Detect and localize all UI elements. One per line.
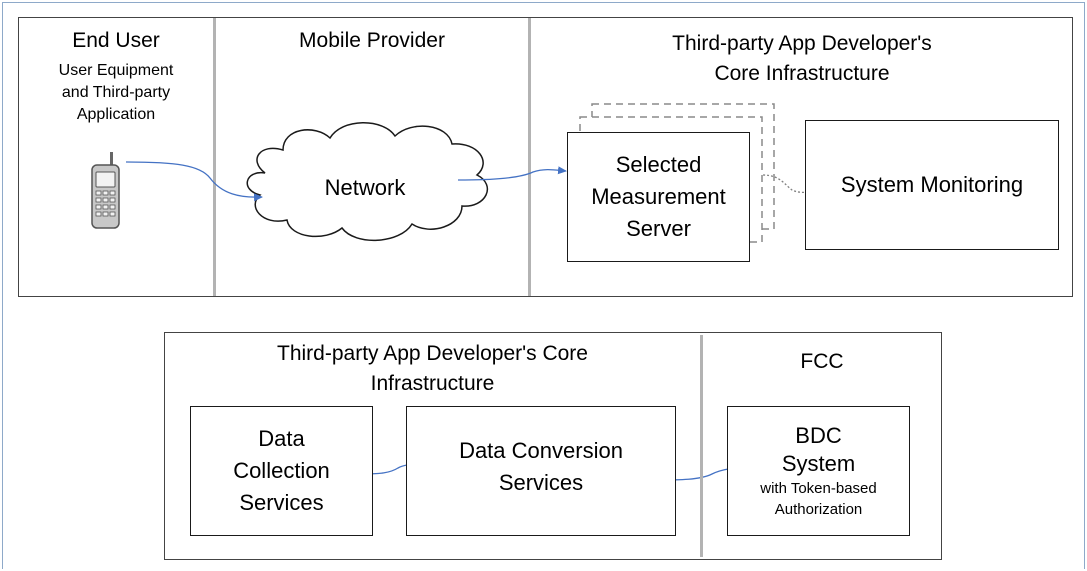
network-label: Network (324, 175, 406, 200)
top-divider-2 (528, 18, 531, 296)
data-collection-line: Collection (233, 458, 330, 483)
top-divider-1 (213, 18, 216, 296)
bdc-note-line: with Token-based (760, 480, 877, 497)
app-developer-title: Third-party App Developer's Core Infrast… (531, 31, 1073, 87)
data-collection-line: Services (239, 490, 324, 515)
measurement-server-line: Server (626, 216, 691, 241)
end-user-subtitle: User Equipment and Third-party Applicati… (19, 60, 213, 126)
bdc-system-line: System (781, 451, 856, 476)
app-developer-title-line: Third-party App Developer's (672, 32, 932, 55)
data-conversion-box: Data Conversion Services (406, 406, 676, 536)
arrow-network-to-server (457, 166, 567, 181)
end-user-subtitle-line: and Third-party (61, 84, 171, 101)
app-developer-title-line: Core Infrastructure (714, 62, 890, 85)
bdc-note-line: Authorization (774, 501, 863, 518)
data-conversion-line: Data Conversion (459, 438, 623, 463)
bottom-app-developer-title-line: Infrastructure (370, 372, 495, 395)
measurement-server-line: Measurement (591, 184, 726, 209)
mobile-provider-title: Mobile Provider (299, 29, 445, 52)
end-user-title: End User (72, 29, 160, 52)
bottom-divider (700, 335, 703, 557)
cloud-icon (246, 122, 489, 241)
end-user-subtitle-line: Application (76, 106, 156, 123)
bottom-app-developer-title-line: Third-party App Developer's Core (277, 342, 588, 365)
bottom-panel (164, 332, 942, 560)
top-panel (18, 17, 1073, 297)
bdc-system-box: BDC System with Token-based Authorizatio… (727, 406, 910, 536)
fcc-title: FCC (800, 350, 844, 373)
end-user-subtitle-line: User Equipment (58, 62, 174, 79)
system-monitoring-label: System Monitoring (840, 172, 1024, 197)
bdc-system-line: BDC (795, 423, 842, 448)
data-collection-line: Data (258, 426, 305, 451)
measurement-server-line: Selected (615, 152, 702, 177)
system-monitoring-box: System Monitoring (805, 120, 1059, 250)
bottom-app-developer-title: Third-party App Developer's Core Infrast… (165, 341, 700, 397)
data-collection-box: Data Collection Services (190, 406, 373, 536)
data-conversion-line: Services (498, 470, 584, 495)
mobile-phone-icon (91, 152, 120, 229)
measurement-server-box: Selected Measurement Server (567, 132, 750, 262)
arrow-phone-to-network (125, 161, 263, 202)
